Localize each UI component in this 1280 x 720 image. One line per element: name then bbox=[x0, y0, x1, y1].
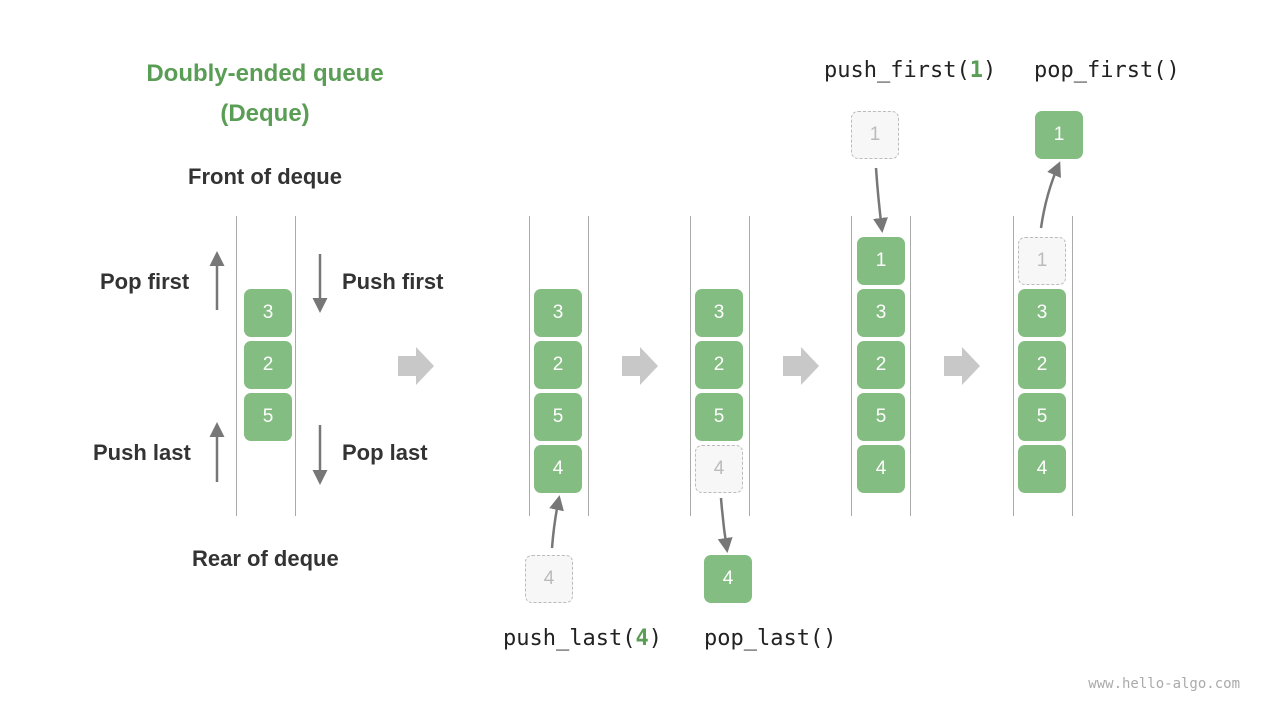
deque-element: 5 bbox=[244, 393, 292, 441]
step-arrow bbox=[622, 347, 658, 385]
watermark: www.hello-algo.com bbox=[1088, 676, 1240, 692]
diagram-title-line1: Doubly-ended queue bbox=[146, 60, 384, 87]
removed-element-ghost: 4 bbox=[695, 445, 743, 493]
deque-element: 3 bbox=[857, 289, 905, 337]
push-last-move-arrow bbox=[549, 495, 564, 549]
step-arrow bbox=[944, 347, 980, 385]
deque-element: 5 bbox=[1018, 393, 1066, 441]
incoming-element-ghost: 4 bbox=[525, 555, 573, 603]
operation-close: ) bbox=[648, 626, 662, 651]
operation-argument: 4 bbox=[635, 626, 649, 651]
deque-element: 4 bbox=[1018, 445, 1066, 493]
deque-element: 2 bbox=[244, 341, 292, 389]
deque-element: 3 bbox=[1018, 289, 1066, 337]
push-last-operation: push_last(4) bbox=[503, 626, 662, 651]
deque-tube-initial bbox=[236, 216, 296, 516]
front-of-deque-label: Front of deque bbox=[188, 164, 342, 189]
push-first-label: Push first bbox=[342, 269, 444, 294]
pop-last-operation: pop_last() bbox=[704, 626, 837, 651]
deque-tube-after-push-last bbox=[529, 216, 589, 516]
operation-argument: 1 bbox=[969, 58, 983, 83]
pop-first-move-arrow bbox=[1039, 161, 1061, 229]
outgoing-element: 4 bbox=[704, 555, 752, 603]
deque-element: 2 bbox=[695, 341, 743, 389]
deque-element: 5 bbox=[857, 393, 905, 441]
push-last-label: Push last bbox=[93, 440, 191, 465]
operation-name: push_last( bbox=[503, 626, 636, 651]
incoming-element-ghost: 1 bbox=[851, 111, 899, 159]
pop-first-label: Pop first bbox=[100, 269, 190, 294]
deque-element: 1 bbox=[857, 237, 905, 285]
step-arrow bbox=[398, 347, 434, 385]
deque-element: 2 bbox=[1018, 341, 1066, 389]
deque-tube-after-pop-first bbox=[1013, 216, 1073, 516]
outgoing-element: 1 bbox=[1035, 111, 1083, 159]
operation-name: push_first( bbox=[824, 58, 970, 83]
push-first-operation: push_first(1) bbox=[824, 58, 996, 83]
deque-element: 4 bbox=[534, 445, 582, 493]
deque-element: 2 bbox=[534, 341, 582, 389]
deque-element: 2 bbox=[857, 341, 905, 389]
diagram-title-line2: (Deque) bbox=[220, 100, 310, 127]
step-arrow bbox=[783, 347, 819, 385]
deque-element: 3 bbox=[695, 289, 743, 337]
deque-tube-after-pop-last bbox=[690, 216, 750, 516]
rear-of-deque-label: Rear of deque bbox=[192, 546, 339, 571]
deque-element: 3 bbox=[244, 289, 292, 337]
push-first-move-arrow bbox=[873, 167, 888, 233]
deque-tube-after-push-first bbox=[851, 216, 911, 516]
deque-element: 3 bbox=[534, 289, 582, 337]
pop-last-move-arrow bbox=[717, 497, 733, 553]
removed-element-ghost: 1 bbox=[1018, 237, 1066, 285]
pop-first-operation: pop_first() bbox=[1034, 58, 1180, 83]
operation-close: ) bbox=[982, 58, 997, 83]
deque-element: 4 bbox=[857, 445, 905, 493]
deque-element: 5 bbox=[534, 393, 582, 441]
deque-element: 5 bbox=[695, 393, 743, 441]
pop-last-label: Pop last bbox=[342, 440, 428, 465]
